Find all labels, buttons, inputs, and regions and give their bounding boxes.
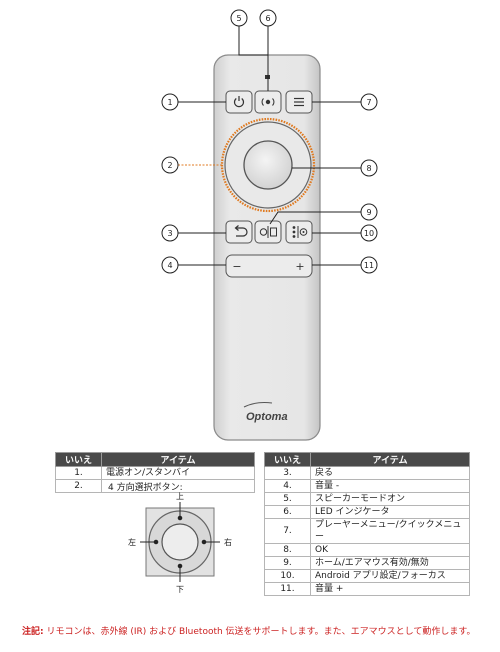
svg-text:7: 7 bbox=[366, 98, 371, 107]
power-button[interactable] bbox=[225, 90, 253, 114]
note: 注記: リモコンは、赤外線 (IR) および Bluetooth 伝送をサポート… bbox=[22, 624, 475, 637]
row-number: 7. bbox=[264, 518, 311, 544]
table-row: 9.ホーム/エアマウス有効/無効 bbox=[264, 556, 470, 570]
table-row: 7.プレーヤーメニュー/クイックメニュー bbox=[264, 518, 470, 544]
note-label: 注記: bbox=[22, 627, 44, 637]
table-row: 5.スピーカーモードオン bbox=[264, 492, 470, 506]
callout-6: 6 bbox=[259, 9, 277, 27]
volume-plus-glyph[interactable]: + bbox=[295, 260, 304, 273]
home-icon bbox=[259, 226, 277, 238]
table-row: 2. 4 方向選択ボタン: bbox=[55, 479, 255, 594]
row-item: 4 方向選択ボタン: bbox=[108, 483, 183, 493]
volume-minus-glyph[interactable]: − bbox=[232, 260, 241, 273]
row-item: プレーヤーメニュー/クイックメニュー bbox=[310, 518, 470, 544]
callout-9: 9 bbox=[360, 203, 378, 221]
table-row: 10.Android アプリ設定/フォーカス bbox=[264, 569, 470, 583]
svg-text:5: 5 bbox=[236, 14, 241, 23]
row-number: 4. bbox=[264, 479, 311, 493]
row-item: 戻る bbox=[310, 466, 470, 480]
remote-diagram: − + Optoma 1 2 3 4 5 bbox=[161, 9, 378, 441]
menu-button[interactable] bbox=[285, 90, 313, 114]
app-settings-icon bbox=[292, 226, 308, 238]
callout-1: 1 bbox=[161, 93, 179, 111]
back-button[interactable] bbox=[225, 220, 253, 244]
col-header-number: いいえ bbox=[55, 452, 102, 467]
row-item: スピーカーモードオン bbox=[310, 492, 470, 506]
volume-rocker[interactable]: − + bbox=[225, 254, 313, 278]
row-item-dpad: 4 方向選択ボタン: 上 bbox=[101, 479, 255, 594]
row-number: 11. bbox=[264, 582, 311, 596]
row-item: LED インジケータ bbox=[310, 505, 470, 519]
svg-text:2: 2 bbox=[167, 161, 172, 170]
callout-lines bbox=[178, 26, 361, 266]
row-item: OK bbox=[310, 543, 470, 557]
callout-5: 5 bbox=[230, 9, 248, 27]
callout-8: 8 bbox=[360, 159, 378, 177]
brand-logo: Optoma bbox=[243, 402, 288, 423]
row-item: 音量 - bbox=[310, 479, 470, 493]
speaker-mode-button[interactable] bbox=[254, 90, 282, 114]
row-item: ホーム/エアマウス有効/無効 bbox=[310, 556, 470, 570]
direction-markers bbox=[140, 502, 220, 582]
row-item: Android アプリ設定/フォーカス bbox=[310, 569, 470, 583]
col-header-item: アイテム bbox=[101, 452, 255, 467]
dpad-direction-diagram: 上 下 左 右 bbox=[128, 492, 232, 594]
callout-11: 11 bbox=[360, 256, 378, 274]
callout-4: 4 bbox=[161, 256, 179, 274]
power-icon bbox=[233, 96, 245, 108]
direction-up-label: 上 bbox=[176, 492, 184, 501]
svg-text:6: 6 bbox=[265, 14, 270, 23]
svg-text:10: 10 bbox=[364, 229, 374, 238]
back-icon bbox=[234, 225, 248, 237]
svg-text:9: 9 bbox=[366, 208, 371, 217]
table-row: 8.OK bbox=[264, 543, 470, 557]
row-number: 1. bbox=[55, 466, 102, 480]
callout-3: 3 bbox=[161, 224, 179, 242]
callout-2: 2 bbox=[161, 156, 179, 174]
row-number: 6. bbox=[264, 505, 311, 519]
ok-button[interactable] bbox=[243, 140, 293, 190]
row-number: 3. bbox=[264, 466, 311, 480]
row-item: 音量 + bbox=[310, 582, 470, 596]
table-row: 3.戻る bbox=[264, 466, 470, 480]
svg-text:3: 3 bbox=[167, 229, 172, 238]
menu-icon bbox=[294, 97, 304, 107]
callout-7: 7 bbox=[360, 93, 378, 111]
app-settings-button[interactable] bbox=[285, 220, 313, 244]
row-number: 9. bbox=[264, 556, 311, 570]
table-row: 1. 電源オン/スタンバイ bbox=[55, 466, 255, 480]
col-header-item: アイテム bbox=[310, 452, 470, 467]
svg-text:Optoma: Optoma bbox=[246, 411, 288, 423]
direction-down-label: 下 bbox=[176, 585, 184, 594]
col-header-number: いいえ bbox=[264, 452, 311, 467]
row-number: 5. bbox=[264, 492, 311, 506]
svg-text:11: 11 bbox=[364, 261, 374, 270]
callout-10: 10 bbox=[360, 224, 378, 242]
row-number: 8. bbox=[264, 543, 311, 557]
direction-left-label: 左 bbox=[128, 537, 136, 547]
row-item: 電源オン/スタンバイ bbox=[101, 466, 255, 480]
home-button[interactable] bbox=[254, 220, 282, 244]
legend-table-left: いいえ アイテム 1. 電源オン/スタンバイ 2. 4 方向選択ボタン: bbox=[55, 452, 255, 594]
table-row: 4.音量 - bbox=[264, 479, 470, 493]
direction-right-label: 右 bbox=[224, 537, 232, 547]
row-number: 10. bbox=[264, 569, 311, 583]
svg-text:1: 1 bbox=[167, 98, 172, 107]
table-row: 11.音量 + bbox=[264, 582, 470, 596]
row-number: 2. bbox=[55, 479, 102, 493]
speaker-mode-icon bbox=[261, 98, 275, 106]
dpad-photo-ok bbox=[161, 523, 199, 561]
svg-text:4: 4 bbox=[167, 261, 172, 270]
legend-table-right: いいえ アイテム 3.戻る 4.音量 - 5.スピーカーモードオン 6.LED … bbox=[264, 452, 470, 596]
note-text: リモコンは、赤外線 (IR) および Bluetooth 伝送をサポートします。… bbox=[46, 627, 476, 637]
svg-text:8: 8 bbox=[366, 164, 371, 173]
table-row: 6.LED インジケータ bbox=[264, 505, 470, 519]
